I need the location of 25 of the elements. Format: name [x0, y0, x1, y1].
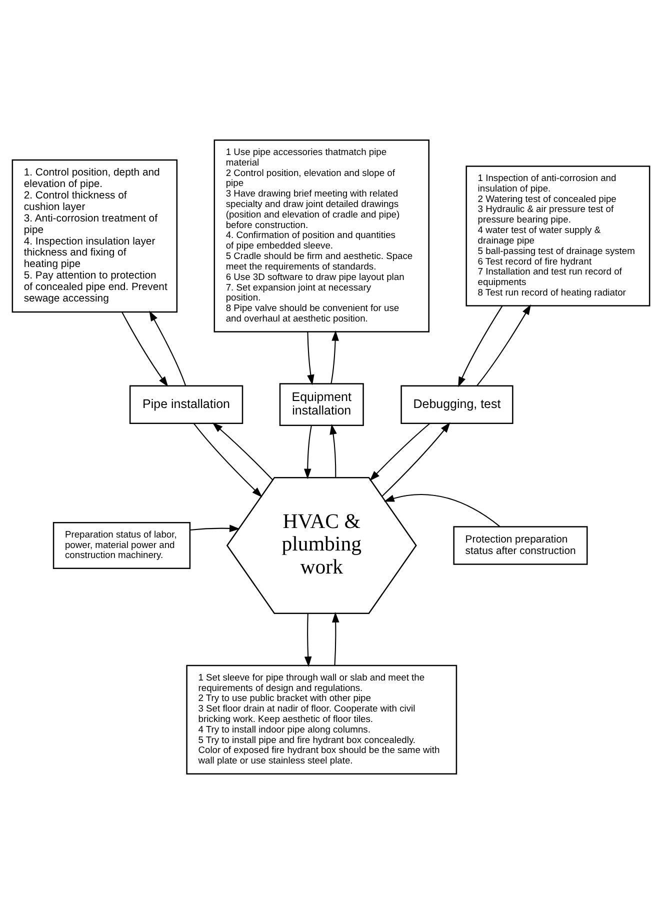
- arrow: [384, 494, 500, 527]
- arrow: [330, 330, 339, 384]
- arrow: [304, 425, 312, 480]
- arrow: [370, 423, 430, 481]
- arrow: [121, 312, 168, 387]
- node-box: 1. Control position, depth and elevation of pipe. 2. Control thickness of cushion layer 3. Anti-corrosion treatment of pipe 4. Inspection insulation layer thickness and fixing of heating pipe 5. Pay attention to protection of concealed pipe end. Prevent sewage accessing: [12, 159, 178, 313]
- node-box: 1 Use pipe accessories thatmatch pipe material 2 Control position, elevation and slope of pipe 3 Have drawing brief meeting with related specialty and draw joint detailed drawings (position and elevation of cradle and pipe) before construction. 4. Confirmation of position and quantities of pipe embedded sleeve. 5 Cradle should be firm and aesthetic. Space meet the requirements of standards. 6 Use 3D software to draw pipe layout plan 7. Set expansion joint at necessary position. 8 Pipe valve should be convenient for use and overhaul at aesthetic position.: [214, 140, 430, 332]
- arrow: [458, 305, 503, 388]
- node-box: Pipe installation: [129, 385, 244, 424]
- arrow: [194, 423, 262, 498]
- arrow: [149, 310, 186, 386]
- node-box: Protection preparation status after construction: [453, 526, 588, 565]
- arrow: [304, 614, 312, 667]
- node-box: 1 Set sleeve for pipe through wall or slab and meet the requirements of design and regulations. 2 Try to use public bracket with other pipe 3 Set floor drain at nadir of floor. Cooperate with civil bricking work. Keep aesthetic of floor tiles. 4 Try to install indoor pipe along columns. 5 Try to install pipe and fire hydrant box concealedly. Color of exposed fire hydrant box should be the same with wall plate or use stainless steel plate.: [186, 664, 458, 774]
- node-box: Equipment installation: [279, 383, 364, 426]
- arrow: [332, 612, 340, 666]
- arrow: [190, 524, 240, 532]
- node-box: 1 Inspection of anti-corrosion and insulation of pipe. 2 Watering test of concealed pipe 3 Hydraulic & air pressure test of pressure bearing pipe. 4 water test of water supply & drainage pipe 5 ball-passing test of drainage system 6 Test record of fire hydrant 7 Installation and test run record of equipments 8 Test run record of heating radiator: [466, 166, 650, 306]
- arrow: [476, 304, 531, 386]
- node-box: Preparation status of labor, power, material power and construction machinery.: [52, 522, 191, 570]
- arrow: [330, 424, 337, 478]
- node-box: Debugging, test: [400, 385, 514, 424]
- arrow: [212, 422, 273, 480]
- arrow: [382, 422, 450, 497]
- arrow: [307, 332, 314, 386]
